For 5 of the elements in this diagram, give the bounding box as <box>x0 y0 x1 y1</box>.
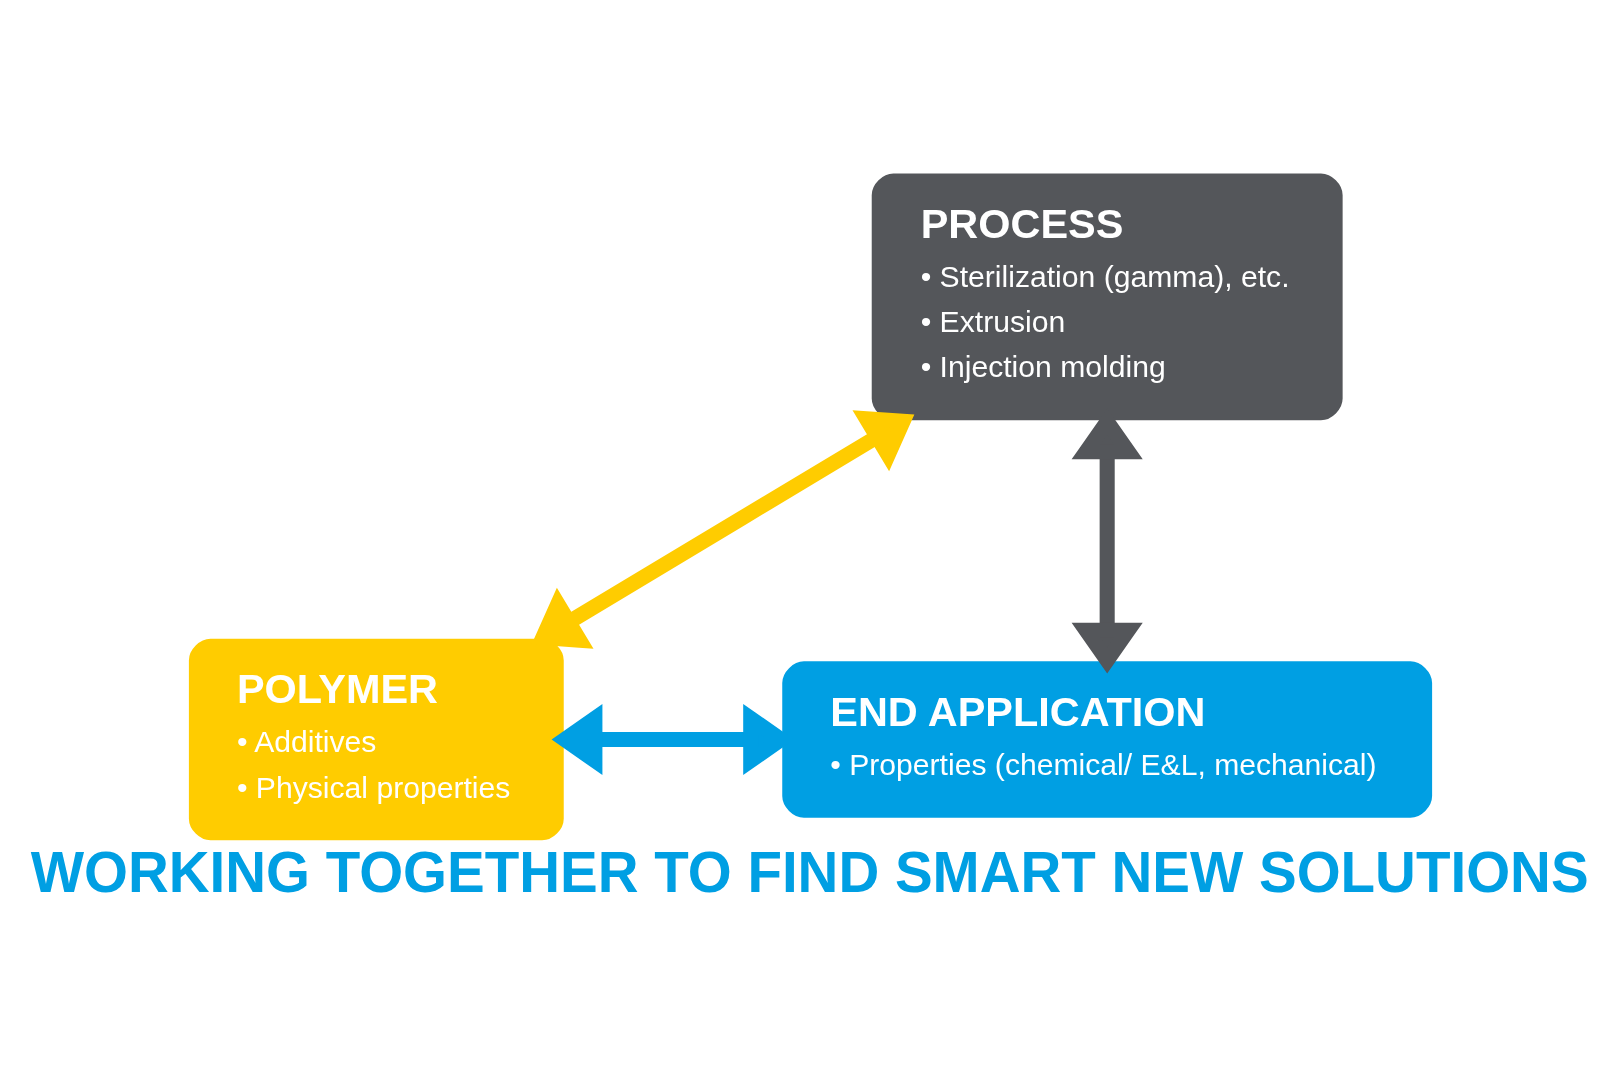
node-box: POLYMER • Additives • Physical properties <box>187 636 566 843</box>
node-box: END APPLICATION • Properties (chemical/ E&L, mechanical) <box>780 659 1434 820</box>
caption: WORKING TOGETHER TO FIND SMART NEW SOLUTIONS <box>30 841 1589 905</box>
arrow <box>531 410 915 649</box>
node-box: PROCESS • Sterilization (gamma), etc. • Extrusion • Injection molding <box>869 171 1345 423</box>
